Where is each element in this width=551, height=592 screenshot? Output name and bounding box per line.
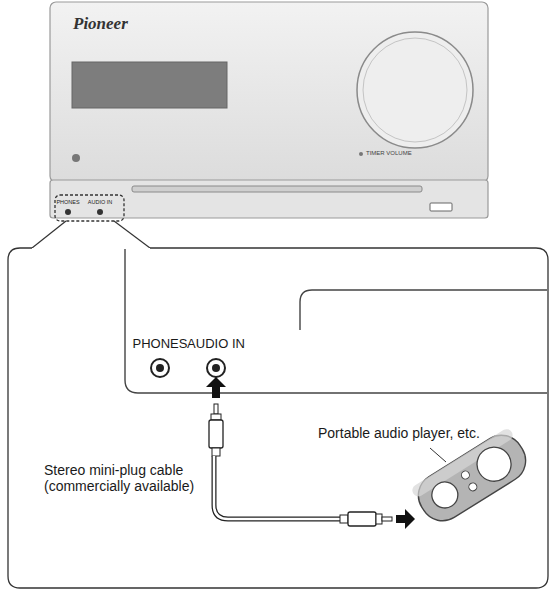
phones-jack (65, 209, 71, 215)
plug-tip (382, 517, 392, 521)
insert-arrow (212, 386, 220, 398)
jack-label: AUDIO IN (187, 337, 245, 352)
display-window (72, 62, 227, 108)
portable-player (410, 427, 534, 529)
stereo-unit: PioneerTIMER VOLUME PHONES AUDIO IN (50, 2, 488, 218)
control-label: TIMER VOLUME (366, 150, 412, 157)
front-panel-edge (125, 249, 547, 393)
brand-logo: Pioneer (73, 14, 128, 34)
zoom-panel (8, 248, 548, 588)
indicator-dot (359, 152, 363, 156)
zoom-leader (32, 221, 66, 248)
slot-edge (300, 290, 547, 330)
plug-tip (214, 404, 218, 414)
jack-label: PHONES (133, 337, 188, 352)
cable (214, 456, 340, 519)
jack-hole (212, 364, 220, 372)
plug-body (209, 420, 223, 448)
cable-label: Stereo mini-plug cable (commercially ava… (44, 462, 204, 494)
plug-collar (376, 514, 382, 524)
leader-line (430, 448, 446, 462)
audio-in-jack (97, 209, 103, 215)
audio-in-jack (207, 359, 225, 377)
insert-arrow (396, 515, 406, 523)
jack-label: PHONES (56, 199, 79, 205)
disc-slot (132, 186, 422, 192)
device-label: Portable audio player, etc. (318, 425, 480, 441)
usb-port (430, 203, 452, 211)
knob-ring (363, 38, 467, 142)
insert-arrow (405, 509, 415, 529)
plug-neck (340, 515, 348, 523)
jack-label: AUDIO IN (88, 199, 112, 205)
unit-housing (50, 2, 488, 182)
plug-body (348, 512, 376, 526)
phones-jack (151, 359, 169, 377)
zoom-leader (114, 221, 150, 248)
jack-hole (156, 364, 164, 372)
front-strip (50, 180, 488, 218)
plug-collar (211, 414, 221, 420)
insert-arrow (206, 377, 226, 387)
zoom-marker (55, 195, 124, 221)
volume-knob (357, 32, 473, 148)
sensor-dot (72, 154, 80, 162)
plug-neck (212, 448, 220, 456)
zoom-callout: PHONESAUDIO IN Portable audio player, etc… (8, 248, 548, 588)
